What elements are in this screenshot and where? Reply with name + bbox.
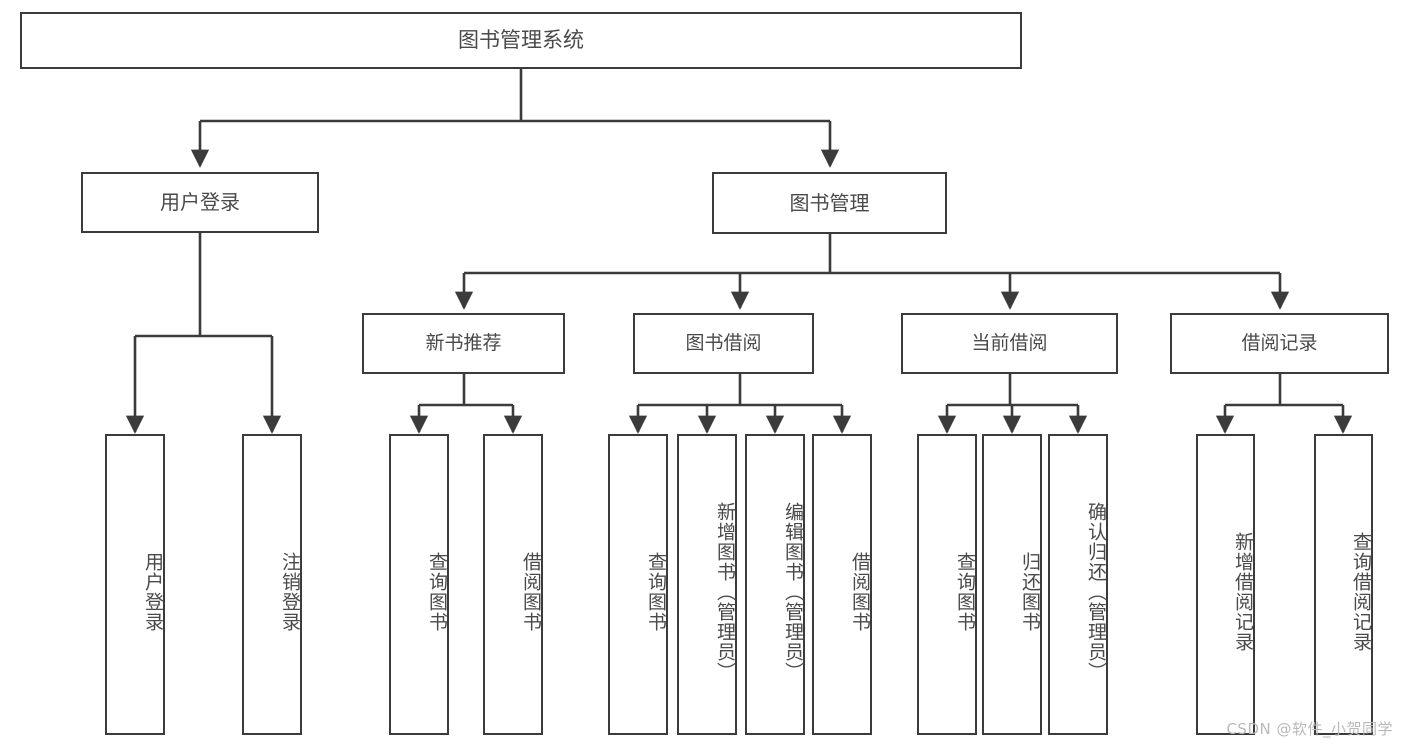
leaf-query-book-1-label: 查询图书 — [426, 551, 448, 632]
leaf-logout-label: 注销登录 — [279, 551, 301, 632]
csdn-watermark: CSDN @软件_小贺同学 — [1226, 720, 1393, 738]
node-book-borrow[interactable]: 图书借阅 — [633, 313, 814, 374]
node-root[interactable]: 图书管理系统 — [20, 12, 1022, 69]
leaf-query-book-3-label: 查询图书 — [954, 551, 976, 632]
node-borrow-record[interactable]: 借阅记录 — [1170, 313, 1389, 374]
leaf-add-record-label: 新增借阅记录 — [1232, 531, 1254, 652]
leaf-query-book-2-label: 查询图书 — [645, 551, 667, 632]
leaf-return-book-label: 归还图书 — [1019, 551, 1041, 632]
node-new-book-recommend[interactable]: 新书推荐 — [362, 313, 565, 374]
leaf-query-book-1[interactable]: 查询图书 — [389, 434, 449, 735]
leaf-user-login-label: 用户登录 — [142, 551, 164, 632]
node-book-manage-label: 图书管理 — [789, 190, 870, 215]
leaf-query-record-label: 查询借阅记录 — [1350, 531, 1372, 652]
leaf-edit-book[interactable]: 编辑图书（管理员） — [745, 434, 805, 735]
leaf-borrow-book-2-label: 借阅图书 — [849, 551, 871, 632]
leaf-confirm-return-label: 确认归还（管理员） — [1085, 501, 1107, 682]
leaf-edit-book-label: 编辑图书（管理员） — [782, 501, 804, 682]
leaf-add-book-label: 新增图书（管理员） — [714, 501, 736, 682]
leaf-borrow-book-2[interactable]: 借阅图书 — [812, 434, 872, 735]
node-user-login-label: 用户登录 — [160, 190, 240, 215]
leaf-borrow-book-1-label: 借阅图书 — [520, 551, 542, 632]
node-book-borrow-label: 图书借阅 — [685, 331, 762, 354]
leaf-add-book[interactable]: 新增图书（管理员） — [677, 434, 737, 735]
leaf-query-book-2[interactable]: 查询图书 — [608, 434, 668, 735]
leaf-return-book[interactable]: 归还图书 — [982, 434, 1042, 735]
leaf-query-book-3[interactable]: 查询图书 — [917, 434, 977, 735]
leaf-logout[interactable]: 注销登录 — [242, 434, 302, 735]
leaf-add-record[interactable]: 新增借阅记录 — [1196, 434, 1255, 735]
node-user-login[interactable]: 用户登录 — [81, 172, 319, 233]
node-new-book-recommend-label: 新书推荐 — [425, 331, 502, 354]
leaf-confirm-return[interactable]: 确认归还（管理员） — [1048, 434, 1108, 735]
node-current-borrow-label: 当前借阅 — [971, 331, 1048, 354]
node-current-borrow[interactable]: 当前借阅 — [901, 313, 1118, 374]
leaf-query-record[interactable]: 查询借阅记录 — [1314, 434, 1373, 735]
leaf-user-login[interactable]: 用户登录 — [105, 434, 165, 735]
node-borrow-record-label: 借阅记录 — [1241, 331, 1318, 354]
leaf-borrow-book-1[interactable]: 借阅图书 — [483, 434, 543, 735]
node-book-manage[interactable]: 图书管理 — [712, 172, 947, 234]
node-root-label: 图书管理系统 — [458, 27, 584, 52]
